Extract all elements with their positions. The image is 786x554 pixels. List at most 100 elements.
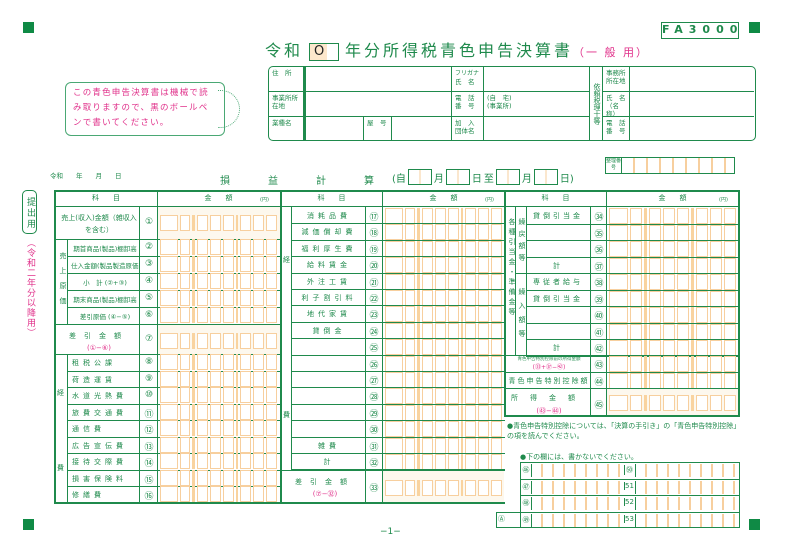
row-number: ⑨ [144, 373, 154, 384]
amount-input-32[interactable] [382, 452, 505, 474]
amount-input-2[interactable] [157, 237, 280, 259]
amount-input-40[interactable] [606, 305, 739, 327]
row-label: 広告宣伝費 [72, 441, 127, 450]
shop-name-field[interactable] [392, 117, 452, 140]
digit-cell [691, 257, 694, 274]
amount-input-18[interactable] [382, 222, 505, 244]
period-to-day-input[interactable] [533, 169, 558, 185]
amount-input-3[interactable] [157, 254, 280, 276]
amount-input-34[interactable] [606, 206, 739, 228]
amount-input-16[interactable] [157, 484, 280, 506]
amount-input-8[interactable] [157, 352, 280, 374]
business-type-label: 業種名 [269, 117, 304, 140]
amount-input-10[interactable] [157, 385, 280, 407]
office-a-label: Ⓐ [498, 515, 505, 523]
digit-cell [404, 480, 416, 496]
amount-input-45[interactable] [606, 393, 739, 415]
amount-input-15[interactable] [157, 468, 280, 490]
phone-label: 電 話番 号 [452, 92, 484, 117]
amount-input-36[interactable] [606, 239, 739, 261]
amount-input-31[interactable] [382, 436, 505, 458]
amount-input-37[interactable] [606, 256, 739, 278]
row-number: ① [144, 217, 154, 227]
office-input[interactable] [635, 513, 739, 527]
amount-input-5[interactable] [157, 288, 280, 310]
amount-input-4[interactable] [157, 271, 280, 293]
digit-cell [491, 454, 502, 470]
row-divider [526, 240, 739, 241]
digit-cell [630, 356, 643, 372]
period-from-month-input[interactable] [407, 169, 432, 185]
tax-accountant-label: 依頼税理士等 [590, 67, 603, 140]
amount-input-43[interactable] [606, 354, 739, 376]
row-label: 所得金額 [511, 394, 587, 402]
row-number: ㊵ [594, 312, 604, 322]
digit-cell [222, 387, 234, 403]
amount-input-33[interactable] [382, 478, 505, 500]
digit-cell [160, 403, 178, 420]
digit-cell [691, 290, 694, 307]
amount-input-23[interactable] [382, 304, 505, 326]
ta-office-field[interactable] [630, 67, 754, 92]
office-input[interactable] [635, 497, 739, 510]
year-input[interactable]: O [309, 42, 340, 61]
amount-input-12[interactable] [157, 418, 280, 440]
reversal-group-label: 繰戻額等 [518, 218, 526, 266]
header-divider [505, 206, 739, 207]
period-to-month-input[interactable] [495, 169, 520, 185]
digit-cell [253, 215, 265, 231]
office-input[interactable] [635, 464, 739, 477]
ta-phone-field[interactable] [630, 117, 754, 140]
digit-cell [253, 420, 265, 436]
digit-cell [460, 454, 464, 470]
amount-input-6[interactable] [157, 305, 280, 327]
digit-cell [266, 333, 277, 349]
office-input[interactable] [531, 497, 624, 510]
digit-cell [478, 454, 490, 470]
digit-cell [179, 469, 191, 486]
address-field[interactable] [304, 67, 452, 92]
amount-input-41[interactable] [606, 322, 739, 344]
row-divider [281, 470, 505, 471]
office-row-number: ㊼ [522, 482, 530, 491]
association-label: 加 入団体名 [452, 117, 484, 140]
digit-cell [235, 403, 239, 420]
digit-cell [209, 273, 221, 289]
business-address-field[interactable] [304, 92, 452, 117]
digit-cell [179, 403, 191, 420]
phone-field[interactable]: (自 宅)(事業所) [484, 92, 590, 117]
digit-cell [240, 486, 252, 502]
digit-cell [417, 224, 420, 241]
amount-input-22[interactable] [382, 288, 505, 310]
amount-input-1[interactable] [157, 213, 280, 235]
name-field[interactable] [484, 67, 590, 92]
amount-input-9[interactable] [157, 369, 280, 391]
association-field[interactable] [484, 117, 590, 140]
amount-input-35[interactable] [606, 223, 739, 245]
amount-input-11[interactable] [157, 402, 280, 424]
expense-group-label-top: 経 [57, 389, 64, 397]
amount-input-14[interactable] [157, 451, 280, 473]
period-from-day-input[interactable] [445, 169, 470, 185]
office-input[interactable] [635, 480, 739, 494]
row-label: 利子割引料 [301, 294, 357, 302]
office-input[interactable] [531, 480, 624, 494]
amount-input-24[interactable] [382, 321, 505, 343]
office-input[interactable] [531, 464, 624, 477]
amount-input-27[interactable] [382, 370, 505, 392]
digit-cell [417, 437, 420, 454]
row-label: 小 計 (②+③) [83, 279, 127, 287]
office-row-divider [520, 495, 740, 496]
office-input[interactable] [531, 513, 624, 527]
header-divider [281, 206, 505, 207]
amount-input-7[interactable] [157, 331, 280, 353]
amount-input-13[interactable] [157, 435, 280, 457]
digit-cell [235, 307, 239, 323]
row-divider [291, 223, 505, 225]
amount-input-20[interactable] [382, 255, 505, 277]
ta-name-field[interactable] [630, 92, 754, 117]
business-type-field[interactable] [304, 117, 364, 140]
amount-input-42[interactable] [606, 338, 739, 360]
digit-cell [179, 420, 191, 436]
reference-number-input[interactable] [622, 158, 734, 173]
